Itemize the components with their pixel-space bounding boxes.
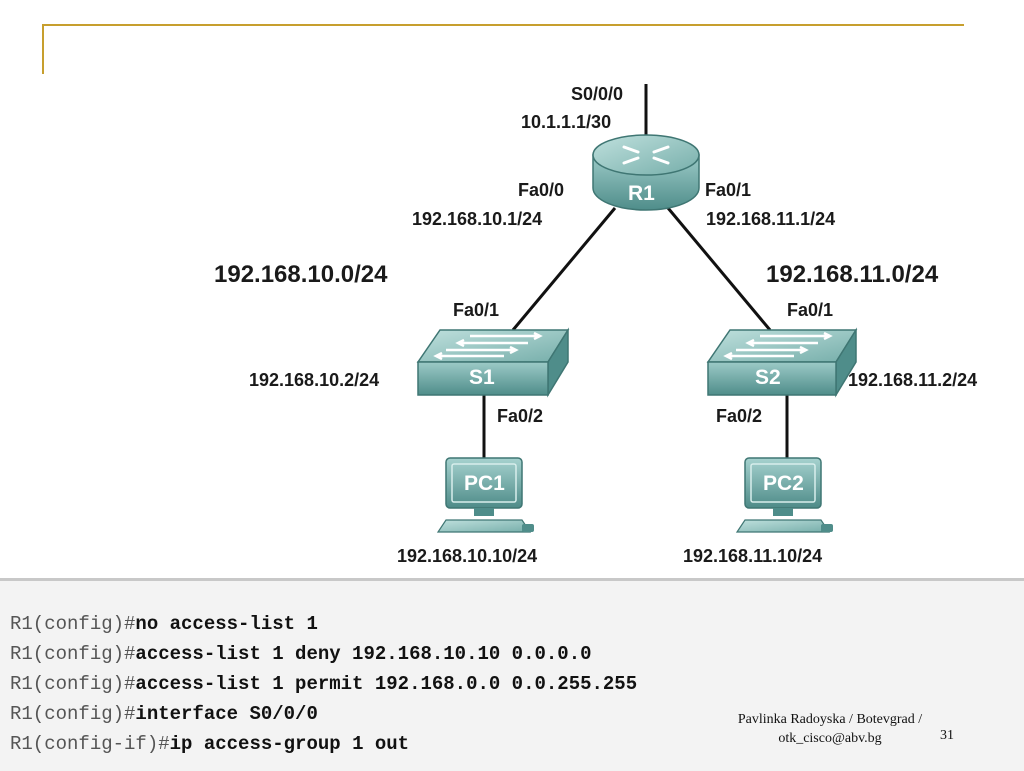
config-prompt: R1(config)# <box>10 703 136 725</box>
footer-credit: Pavlinka Radoyska / Botevgrad / otk_cisc… <box>700 710 960 748</box>
link-r1-s1 <box>511 207 617 331</box>
header-rule <box>42 24 964 26</box>
footer-credit-line1: Pavlinka Radoyska / Botevgrad / <box>737 712 923 727</box>
config-command: access-list 1 permit 192.168.0.0 0.0.255… <box>135 673 638 695</box>
config-line: R1(config-if)#ip access-group 1 out <box>10 733 409 755</box>
router-serial-ip: 10.1.1.1/30 <box>521 112 612 132</box>
config-command: interface S0/0/0 <box>135 703 318 725</box>
config-command: no access-list 1 <box>135 613 318 635</box>
pc-icon-pc1 <box>436 457 534 533</box>
header-rule-vertical <box>42 24 44 74</box>
router-serial-label: S0/0/0 <box>571 84 624 104</box>
switch-icon-s1 <box>416 327 570 398</box>
network-topology <box>416 84 858 533</box>
switch1-name: S1 <box>469 366 495 389</box>
config-command: access-list 1 deny 192.168.10.10 0.0.0.0 <box>135 643 592 665</box>
pc2-ip: 192.168.11.10/24 <box>683 546 823 566</box>
switch-icon-s2 <box>706 327 858 398</box>
link-r1-s2 <box>666 207 772 331</box>
config-line: R1(config)#no access-list 1 <box>10 613 318 635</box>
network-right-label: 192.168.11.0/24 <box>766 261 939 288</box>
pc-icon-pc2 <box>735 457 833 533</box>
switch1-ip: 192.168.10.2/24 <box>249 370 380 390</box>
switch2-uplink-label: Fa0/1 <box>787 300 834 320</box>
switch2-ip: 192.168.11.2/24 <box>848 370 978 390</box>
router-icon <box>592 134 700 211</box>
config-prompt: R1(config)# <box>10 673 136 695</box>
router-fa00-label: Fa0/0 <box>518 180 565 200</box>
pc1-name: PC1 <box>464 472 505 495</box>
router-fa01-label: Fa0/1 <box>705 180 752 200</box>
switch2-name: S2 <box>755 366 781 389</box>
slide-number: 31 <box>940 728 954 743</box>
switch1-uplink-label: Fa0/1 <box>453 300 500 320</box>
config-command: ip access-group 1 out <box>169 733 410 755</box>
config-line: R1(config)#access-list 1 deny 192.168.10… <box>10 643 592 665</box>
pc1-ip: 192.168.10.10/24 <box>397 546 538 566</box>
config-prompt: R1(config)# <box>10 643 136 665</box>
config-prompt: R1(config)# <box>10 613 136 635</box>
config-panel: R1(config)#no access-list 1 R1(config)#a… <box>0 578 1024 771</box>
switch2-downlink-label: Fa0/2 <box>716 406 763 426</box>
router-fa01-ip: 192.168.11.1/24 <box>706 209 836 229</box>
config-line: R1(config)#access-list 1 permit 192.168.… <box>10 673 637 695</box>
switch1-downlink-label: Fa0/2 <box>497 406 544 426</box>
network-left-label: 192.168.10.0/24 <box>214 261 388 288</box>
config-line: R1(config)#interface S0/0/0 <box>10 703 318 725</box>
router-fa00-ip: 192.168.10.1/24 <box>412 209 543 229</box>
router-name: R1 <box>628 182 655 205</box>
config-prompt: R1(config-if)# <box>10 733 170 755</box>
footer-credit-line2: otk_cisco@abv.bg <box>778 731 882 746</box>
pc2-name: PC2 <box>763 472 804 495</box>
